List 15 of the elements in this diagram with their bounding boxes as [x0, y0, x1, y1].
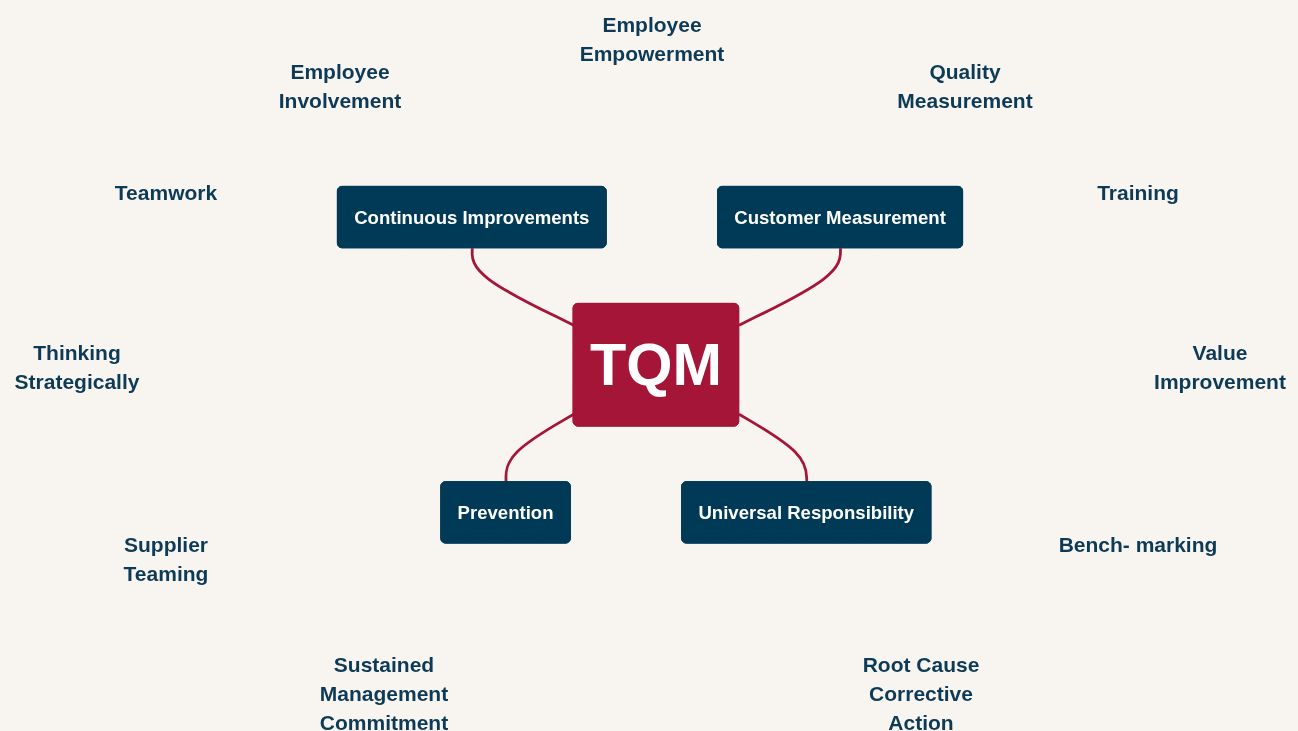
topic-label: Thinking Strategically [13, 340, 141, 395]
topic-label: Bench- marking [1057, 532, 1219, 558]
connector [738, 248, 842, 327]
topic-label: Supplier Teaming [122, 532, 210, 587]
connector [504, 413, 575, 483]
connector [470, 248, 575, 327]
topic-label: Sustained Management Commitment [318, 652, 450, 731]
topic-label: Value Improvement [1153, 340, 1287, 395]
topic-label: Training [1096, 180, 1180, 206]
topic-label: Root Cause Corrective Action [861, 652, 981, 731]
topic-label: Teamwork [113, 180, 219, 206]
topic-label: Employee Involvement [277, 59, 403, 114]
connector [738, 413, 809, 483]
topic-label: Employee Empowerment [578, 12, 726, 67]
topic-label: Quality Measurement [896, 59, 1034, 114]
